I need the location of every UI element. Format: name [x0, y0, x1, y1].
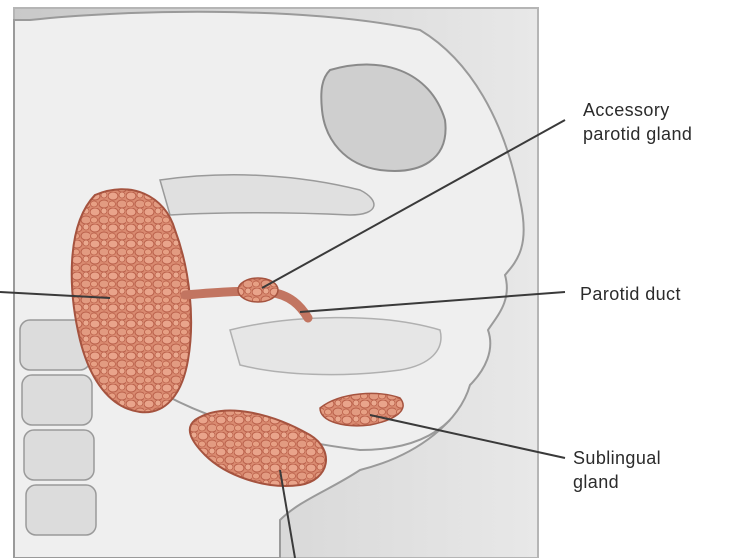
- label-sublingual-line2: gland: [573, 470, 661, 494]
- label-parotid-duct: Parotid duct: [580, 282, 681, 306]
- label-sublingual: Sublingual gland: [573, 446, 661, 494]
- label-parotid-duct-line1: Parotid duct: [580, 282, 681, 306]
- label-accessory-parotid-line2: parotid gland: [583, 122, 692, 146]
- label-sublingual-line1: Sublingual: [573, 446, 661, 470]
- label-accessory-parotid: Accessory parotid gland: [583, 98, 692, 146]
- teeth-region: [230, 318, 441, 375]
- label-accessory-parotid-line1: Accessory: [583, 98, 692, 122]
